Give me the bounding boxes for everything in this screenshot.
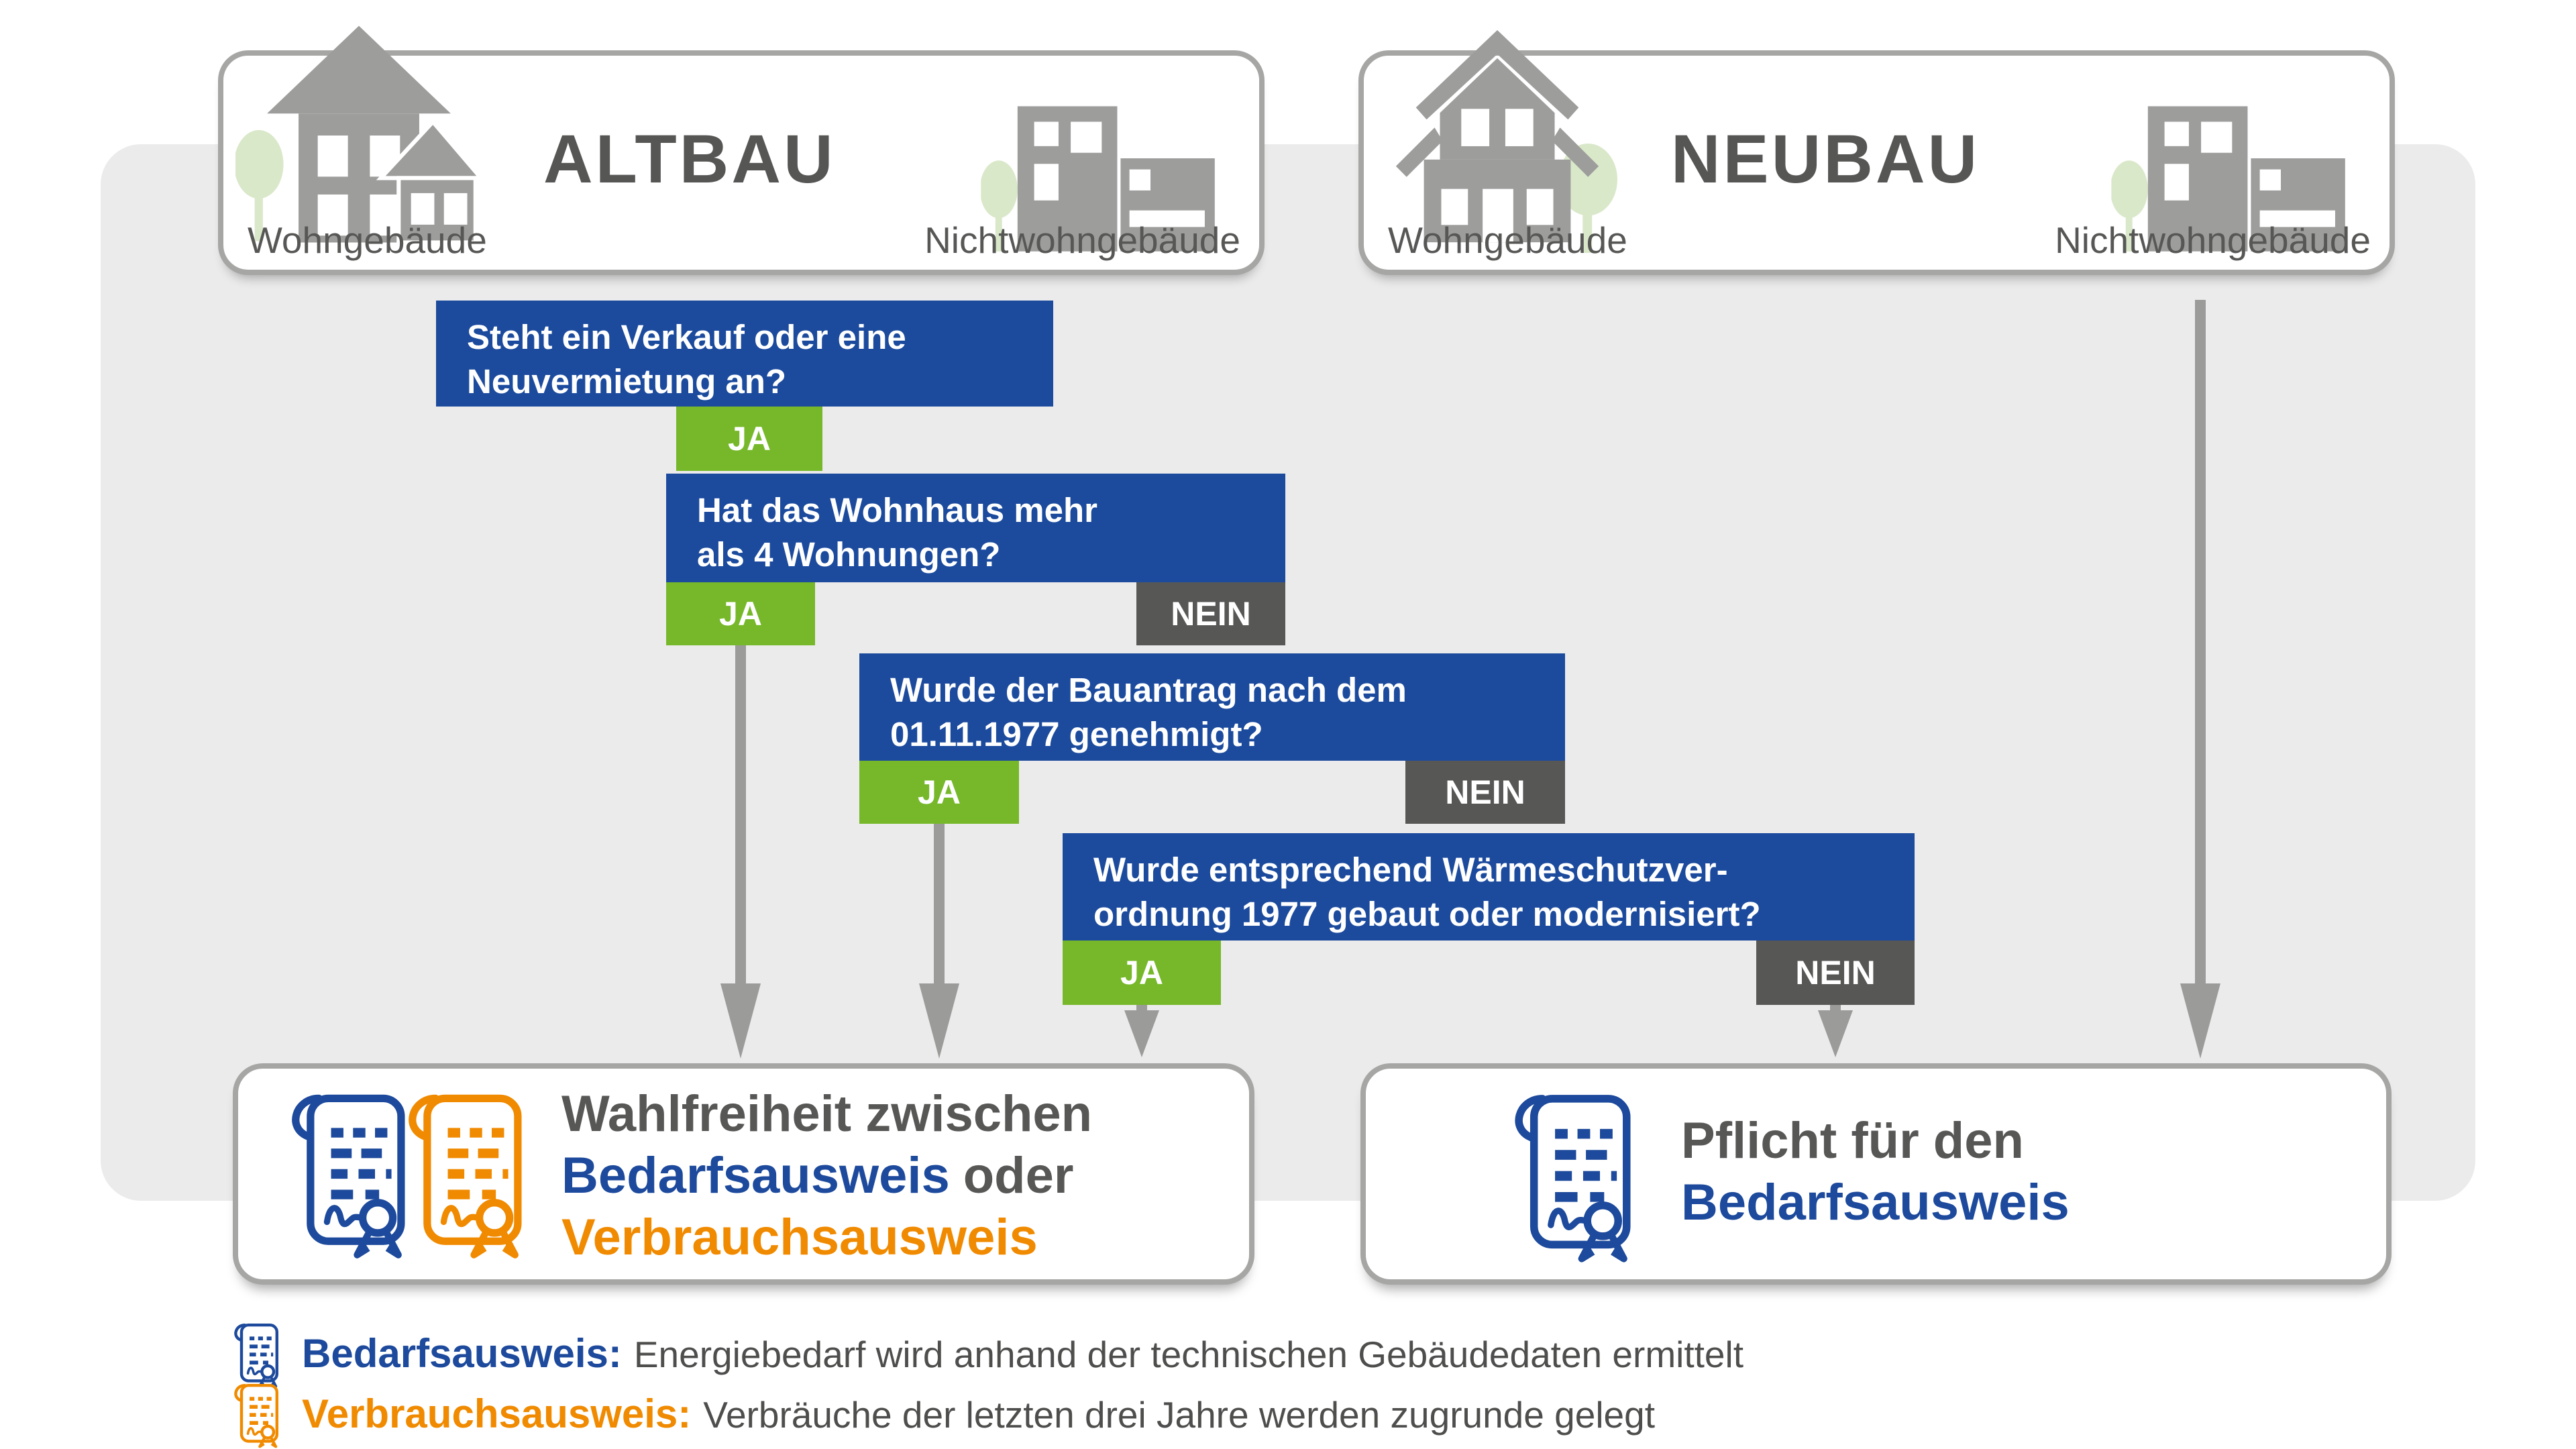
neubau-title: NEUBAU — [1670, 121, 1980, 197]
question-line: 01.11.1977 genehmigt? — [890, 715, 1263, 753]
question-line: Steht ein Verkauf oder eine — [467, 318, 906, 356]
result-mandatory-line2: Bedarfsausweis — [1681, 1174, 2070, 1231]
legend-term-verbrauchsausweis: Verbrauchsausweis: — [302, 1391, 692, 1436]
altbau-category-box: Wohngebäude ALTBAU Nichtwohngebäude — [218, 50, 1265, 275]
q4-ja-chip: JA — [1063, 941, 1221, 1005]
multi-family-house-icon — [235, 21, 482, 249]
arrow-q3-ja-head — [919, 983, 959, 1059]
q2-nein-chip: NEIN — [1136, 582, 1285, 645]
certificate-scroll-blue-icon — [225, 1320, 284, 1390]
legend-text: Verbrauchsausweis: Verbräuche der letzten… — [302, 1381, 1655, 1439]
question-line: Neuvermietung an? — [467, 362, 787, 400]
question-line: Wurde der Bauantrag nach dem — [890, 671, 1407, 709]
result-mandatory-text: Pflicht für den Bedarfsausweis — [1681, 1110, 2070, 1234]
arrow-q2-ja — [735, 645, 746, 986]
legend-row-bedarfsausweis: Bedarfsausweis: Energiebedarf wird anhand… — [225, 1320, 1743, 1390]
certificate-scroll-orange-icon — [225, 1381, 284, 1449]
result-choice-line1: Wahlfreiheit zwischen — [561, 1085, 1093, 1142]
verbrauchsausweis-text: Verbrauchsausweis — [561, 1209, 1038, 1266]
altbau-residential-label: Wohngebäude — [248, 219, 487, 261]
arrow-neubau — [2195, 300, 2206, 986]
bedarfsausweis-text: Bedarfsausweis — [561, 1147, 950, 1204]
result-mandatory-box: Pflicht für den Bedarfsausweis — [1360, 1063, 2392, 1285]
arrow-q3-ja — [934, 824, 945, 986]
result-mandatory-line1: Pflicht für den — [1681, 1112, 2024, 1169]
q3-ja-chip: JA — [859, 761, 1019, 824]
legend-desc-verbrauchsausweis: Verbräuche der letzten drei Jahre werden… — [703, 1394, 1655, 1436]
q1-ja-chip: JA — [676, 407, 822, 471]
arrow-neubau-head — [2180, 983, 2220, 1059]
question-waermeschutzverordnung: Wurde entsprechend Wärmeschutzver- ordnu… — [1063, 833, 1915, 941]
question-verkauf-neuvermietung: Steht ein Verkauf oder eine Neuvermietun… — [436, 301, 1053, 407]
q2-ja-chip: JA — [666, 582, 815, 645]
legend-text: Bedarfsausweis: Energiebedarf wird anhand… — [302, 1320, 1743, 1379]
question-line: ordnung 1977 gebaut oder modernisiert? — [1093, 895, 1761, 933]
neubau-category-box: Wohngebäude NEUBAU Nichtwohngebäude — [1358, 50, 2395, 275]
question-bauantrag: Wurde der Bauantrag nach dem 01.11.1977 … — [859, 653, 1565, 761]
question-wohnungen: Hat das Wohnhaus mehr als 4 Wohnungen? — [666, 474, 1285, 582]
neubau-residential-label: Wohngebäude — [1388, 219, 1627, 261]
arrow-q4-ja-head — [1124, 1010, 1159, 1057]
question-line: Wurde entsprechend Wärmeschutzver- — [1093, 851, 1728, 889]
q3-nein-chip: NEIN — [1405, 761, 1565, 824]
legend-desc-bedarfsausweis: Energiebedarf wird anhand der technische… — [633, 1334, 1744, 1375]
arrow-q4-nein-head — [1818, 1010, 1853, 1057]
question-line: als 4 Wohnungen? — [697, 535, 1001, 574]
question-line: Hat das Wohnhaus mehr — [697, 491, 1097, 529]
arrow-q2-ja-head — [720, 983, 761, 1059]
certificate-scroll-blue-icon — [264, 1086, 426, 1265]
legend-term-bedarfsausweis: Bedarfsausweis: — [302, 1331, 622, 1376]
altbau-nonresidential-label: Nichtwohngebäude — [924, 219, 1240, 261]
certificate-scroll-blue-icon — [1485, 1086, 1653, 1269]
oder-text: oder — [963, 1147, 1074, 1204]
q4-nein-chip: NEIN — [1756, 941, 1915, 1005]
altbau-title: ALTBAU — [543, 121, 836, 197]
legend-row-verbrauchsausweis: Verbrauchsausweis: Verbräuche der letzten… — [225, 1381, 1655, 1449]
neubau-nonresidential-label: Nichtwohngebäude — [2055, 219, 2371, 261]
